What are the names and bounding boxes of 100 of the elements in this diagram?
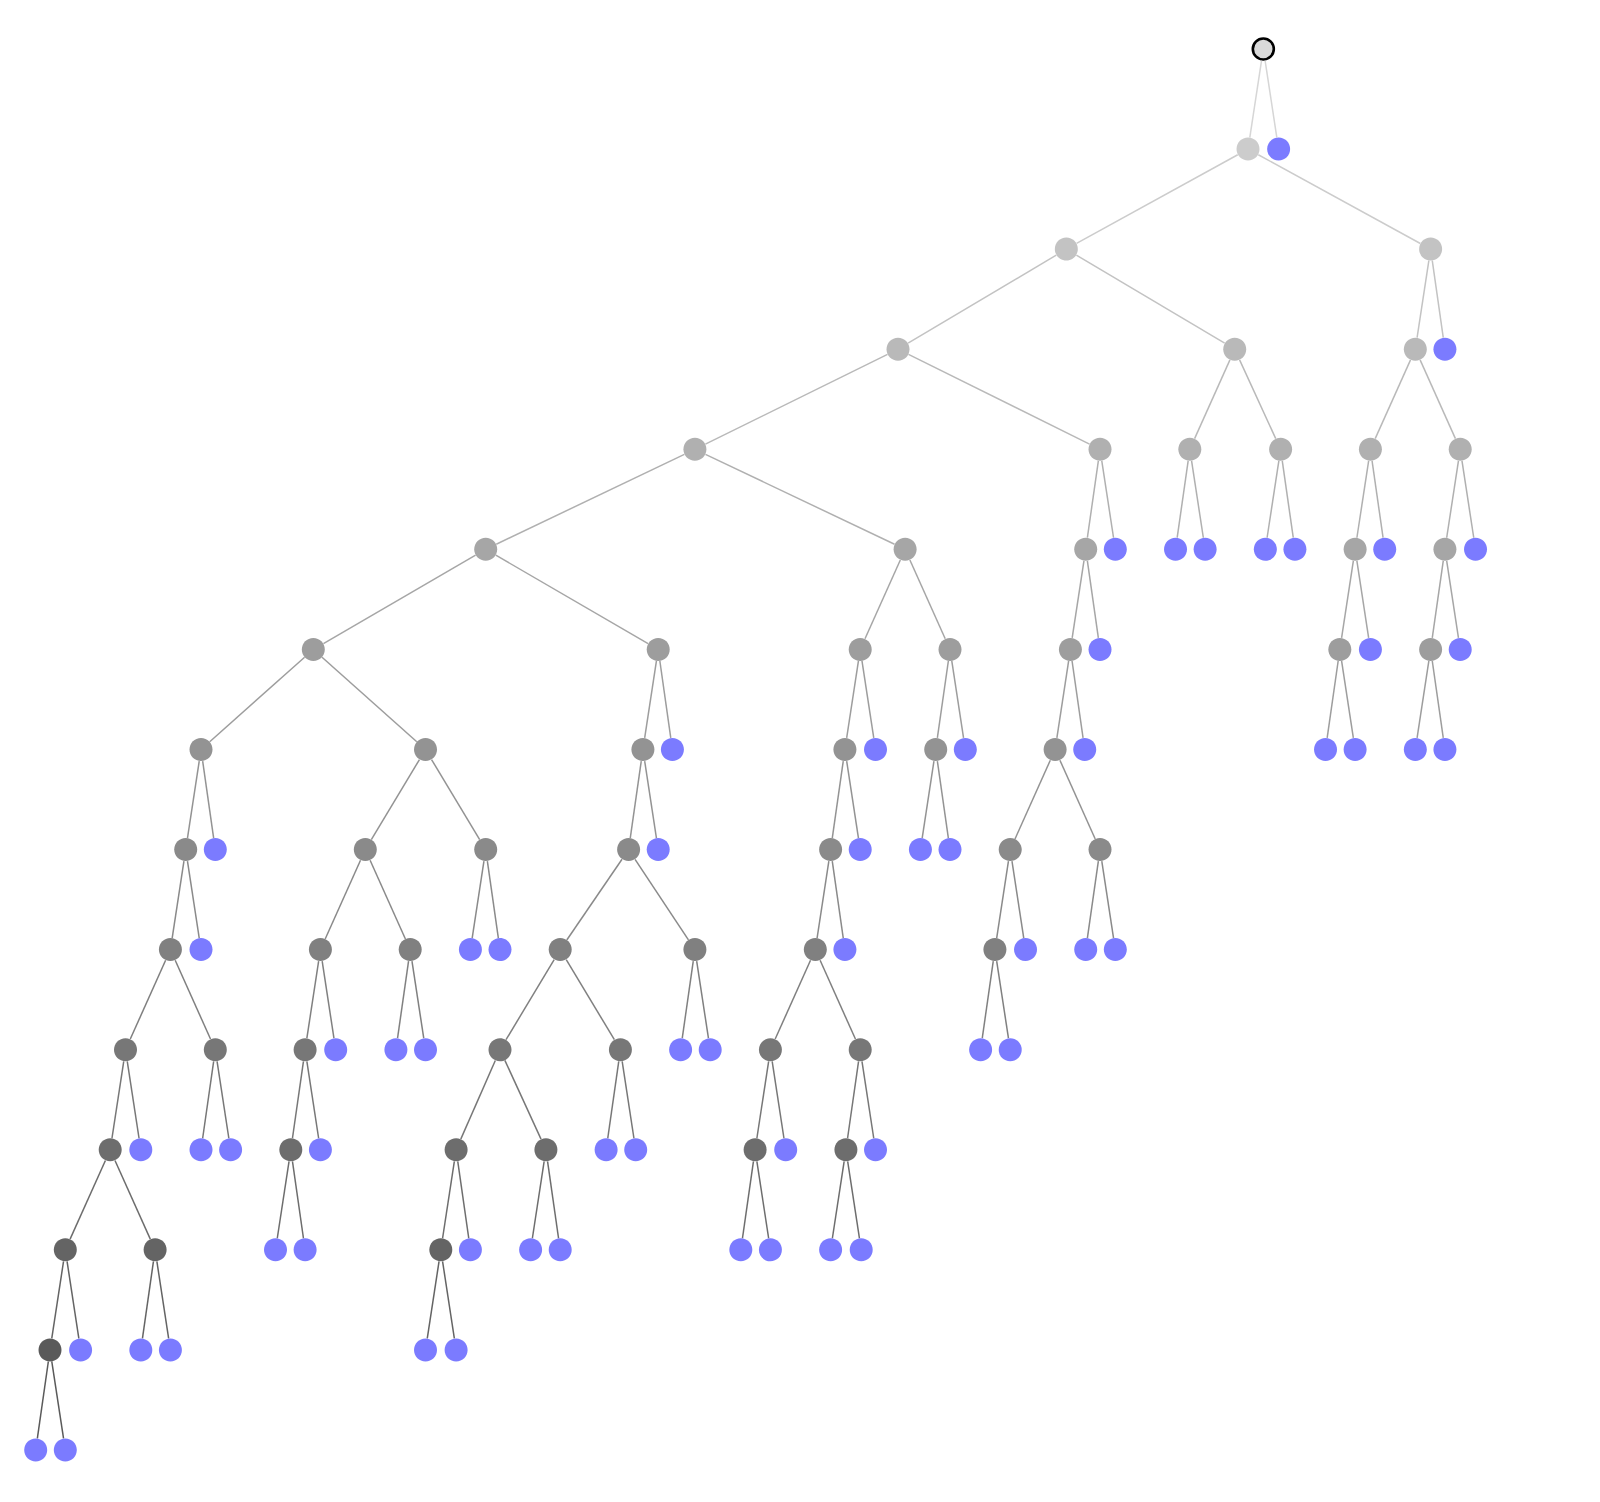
tree-edge bbox=[174, 959, 212, 1040]
tree-edge bbox=[1086, 560, 1100, 639]
tree-edge bbox=[111, 1060, 125, 1139]
tree-node bbox=[189, 1138, 213, 1162]
tree-edge bbox=[995, 860, 1010, 939]
tree-edge bbox=[1340, 560, 1355, 639]
tree-node bbox=[1054, 237, 1078, 261]
tree-node bbox=[998, 1038, 1022, 1062]
tree-node bbox=[458, 1238, 482, 1262]
tree-node bbox=[158, 1338, 182, 1362]
tree-edge bbox=[430, 758, 481, 841]
tree-edge bbox=[816, 860, 830, 939]
tree-node bbox=[998, 838, 1022, 862]
tree-node bbox=[660, 738, 684, 761]
tree-edge bbox=[209, 656, 306, 743]
tree-node bbox=[1236, 137, 1260, 161]
tree-node bbox=[293, 1038, 317, 1062]
tree-edge bbox=[460, 1059, 497, 1140]
tree-node bbox=[803, 938, 827, 962]
tree-node bbox=[774, 1138, 798, 1162]
tree-node bbox=[534, 1138, 558, 1162]
tree-node bbox=[1073, 738, 1097, 761]
tree-node bbox=[819, 838, 843, 862]
tree-edge bbox=[1431, 660, 1444, 739]
tree-edge bbox=[306, 1060, 320, 1139]
tree-edge bbox=[186, 860, 200, 939]
tree-edge bbox=[1416, 259, 1430, 339]
tree-node bbox=[617, 838, 641, 862]
tree-node bbox=[308, 1138, 332, 1162]
tree-node bbox=[1178, 437, 1202, 461]
tree-edge bbox=[276, 1160, 290, 1239]
tree-edge bbox=[1356, 460, 1370, 539]
tree-node bbox=[384, 1038, 408, 1062]
tree-edge bbox=[995, 960, 1010, 1039]
tree-node bbox=[743, 1138, 767, 1162]
tree-edge bbox=[1075, 254, 1226, 344]
tree-edge bbox=[1416, 660, 1430, 739]
tree-node bbox=[203, 1038, 227, 1062]
tree-edge bbox=[186, 760, 200, 839]
tree-edge bbox=[129, 959, 167, 1040]
tree-node bbox=[114, 1038, 137, 1062]
tree-node bbox=[1433, 337, 1457, 361]
tree-node bbox=[98, 1138, 122, 1162]
tree-edge bbox=[981, 960, 994, 1039]
tree-node bbox=[1373, 537, 1397, 561]
tree-edge bbox=[643, 660, 658, 739]
tree-edge bbox=[756, 1060, 770, 1139]
tree-edge bbox=[936, 660, 950, 739]
tree-edge bbox=[1056, 660, 1070, 739]
tree-node bbox=[158, 938, 182, 962]
tree-edge bbox=[114, 1159, 152, 1240]
tree-edge bbox=[819, 959, 857, 1040]
tree-node bbox=[1074, 938, 1098, 962]
tree-edge bbox=[1190, 460, 1205, 539]
tree-node bbox=[1283, 537, 1307, 561]
tree-edge bbox=[370, 758, 421, 841]
tree-edge bbox=[1086, 460, 1100, 539]
tree-edge bbox=[171, 860, 185, 939]
tree-edge bbox=[565, 958, 616, 1041]
tree-node bbox=[353, 838, 377, 862]
tree-edge bbox=[1176, 460, 1189, 539]
tree-edge bbox=[831, 1160, 845, 1239]
tree-node bbox=[548, 1238, 572, 1262]
tree-edge bbox=[907, 353, 1091, 445]
tree-node bbox=[203, 838, 227, 862]
tree-edge bbox=[1281, 460, 1294, 539]
tree-edge bbox=[1356, 560, 1370, 639]
tree-node bbox=[458, 938, 482, 962]
tree-node bbox=[219, 1138, 243, 1162]
tree-edge bbox=[907, 254, 1057, 344]
tree-edge bbox=[1238, 359, 1277, 440]
tree-edge bbox=[1101, 860, 1115, 939]
tree-edge bbox=[621, 1060, 635, 1139]
tree-node bbox=[1074, 537, 1098, 561]
tree-edge bbox=[845, 660, 860, 739]
tree-node bbox=[983, 938, 1007, 962]
tree-edge bbox=[909, 559, 946, 640]
tree-edge bbox=[321, 960, 335, 1039]
tree-node bbox=[1328, 637, 1352, 661]
tree-node bbox=[608, 1038, 632, 1062]
tree-edge bbox=[321, 656, 418, 743]
tree-edge bbox=[1371, 460, 1384, 539]
tree-node bbox=[414, 1338, 437, 1362]
tree-node bbox=[1251, 37, 1276, 61]
tree-edge bbox=[546, 1160, 560, 1239]
tree-edge bbox=[1086, 860, 1100, 939]
tree-edge bbox=[1419, 359, 1457, 440]
tree-node bbox=[1464, 537, 1487, 561]
tree-edge bbox=[51, 1360, 65, 1440]
tree-edge bbox=[1257, 153, 1422, 245]
tree-edge bbox=[704, 353, 889, 445]
tree-node bbox=[398, 938, 422, 962]
tree-node bbox=[938, 637, 962, 661]
tree-edge bbox=[1014, 759, 1052, 840]
tree-node bbox=[646, 637, 670, 661]
tree-node bbox=[474, 838, 498, 862]
tree-node bbox=[834, 1138, 858, 1162]
tree-node bbox=[908, 838, 932, 862]
tree-edge bbox=[36, 1360, 50, 1440]
tree-edge bbox=[846, 1060, 860, 1139]
